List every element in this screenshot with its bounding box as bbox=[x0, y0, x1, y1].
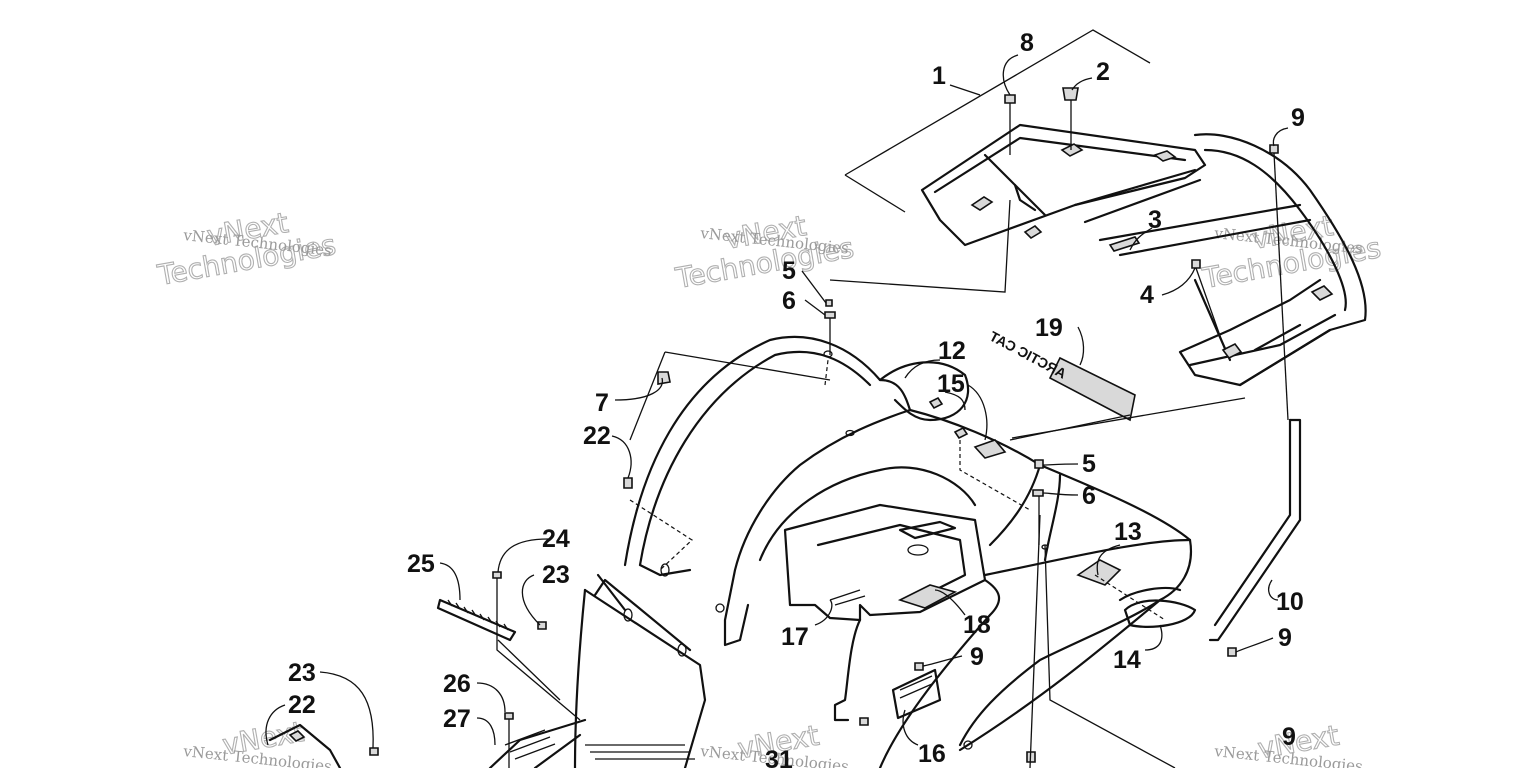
connector-25 bbox=[497, 639, 561, 701]
connector-6b bbox=[1029, 514, 1041, 768]
callout-4: 4 bbox=[1140, 281, 1154, 309]
callout-9-bottom: 9 bbox=[1282, 723, 1296, 751]
screw-24 bbox=[492, 571, 581, 721]
fastener-5-6-left bbox=[823, 299, 836, 358]
callout-14: 14 bbox=[1113, 646, 1141, 674]
nut-2 bbox=[1062, 87, 1079, 150]
callout-5-right: 5 bbox=[1082, 450, 1096, 478]
footwell bbox=[488, 718, 695, 768]
callout-12: 12 bbox=[938, 337, 966, 365]
callout-27: 27 bbox=[443, 705, 471, 733]
connector-7 bbox=[664, 351, 831, 381]
callout-31: 31 bbox=[765, 746, 793, 768]
dash-15 bbox=[959, 440, 1031, 511]
fender-flap bbox=[573, 563, 707, 768]
callout-18: 18 bbox=[963, 611, 991, 639]
callout-25: 25 bbox=[407, 550, 435, 578]
callout-6-right: 6 bbox=[1082, 482, 1096, 510]
callout-26: 26 bbox=[443, 670, 471, 698]
callout-23-bottom: 23 bbox=[288, 659, 316, 687]
grommet-7 bbox=[657, 371, 671, 385]
callout-9-right: 9 bbox=[1278, 624, 1292, 652]
callout-13: 13 bbox=[1114, 518, 1142, 546]
callout-7: 7 bbox=[595, 389, 609, 417]
support-rod-10 bbox=[1208, 418, 1302, 657]
step-bracket-25 bbox=[436, 598, 517, 642]
dash-22 bbox=[629, 499, 693, 571]
callout-17: 17 bbox=[781, 623, 809, 651]
grommet-22 bbox=[623, 477, 633, 489]
callout-5-left: 5 bbox=[782, 257, 796, 285]
callout-16: 16 bbox=[918, 740, 946, 768]
callout-22-top: 22 bbox=[583, 422, 611, 450]
callout-8: 8 bbox=[1020, 29, 1034, 57]
callout-1: 1 bbox=[932, 62, 946, 90]
callout-6-left: 6 bbox=[782, 287, 796, 315]
connector-rack-left bbox=[829, 199, 1011, 293]
callout-10: 10 bbox=[1276, 588, 1304, 616]
rear-fender-12 bbox=[623, 335, 1197, 768]
connector-fender-bottom bbox=[1044, 544, 1176, 768]
callout-15: 15 bbox=[937, 370, 965, 398]
callout-leaders bbox=[265, 54, 1289, 749]
callout-9-top: 9 bbox=[1291, 104, 1305, 132]
screw-26 bbox=[504, 712, 514, 768]
fastener-5-6-right bbox=[1032, 459, 1044, 545]
callout-3: 3 bbox=[1148, 206, 1162, 234]
callout-19: 19 bbox=[1035, 314, 1063, 342]
callout-22-bottom: 22 bbox=[288, 691, 316, 719]
callout-24: 24 bbox=[542, 525, 570, 553]
screw-23 bbox=[537, 621, 547, 630]
connector-19 bbox=[1009, 414, 1131, 441]
bolt-9-top bbox=[1269, 144, 1289, 421]
bolt-4 bbox=[1191, 259, 1226, 351]
dash-7 bbox=[824, 359, 829, 386]
rear-rack bbox=[844, 29, 1367, 387]
bolt-8 bbox=[1004, 94, 1016, 155]
part-22-bottom bbox=[268, 723, 379, 768]
callout-9-middle: 9 bbox=[970, 643, 984, 671]
callout-2: 2 bbox=[1096, 58, 1110, 86]
callout-23-top: 23 bbox=[542, 561, 570, 589]
